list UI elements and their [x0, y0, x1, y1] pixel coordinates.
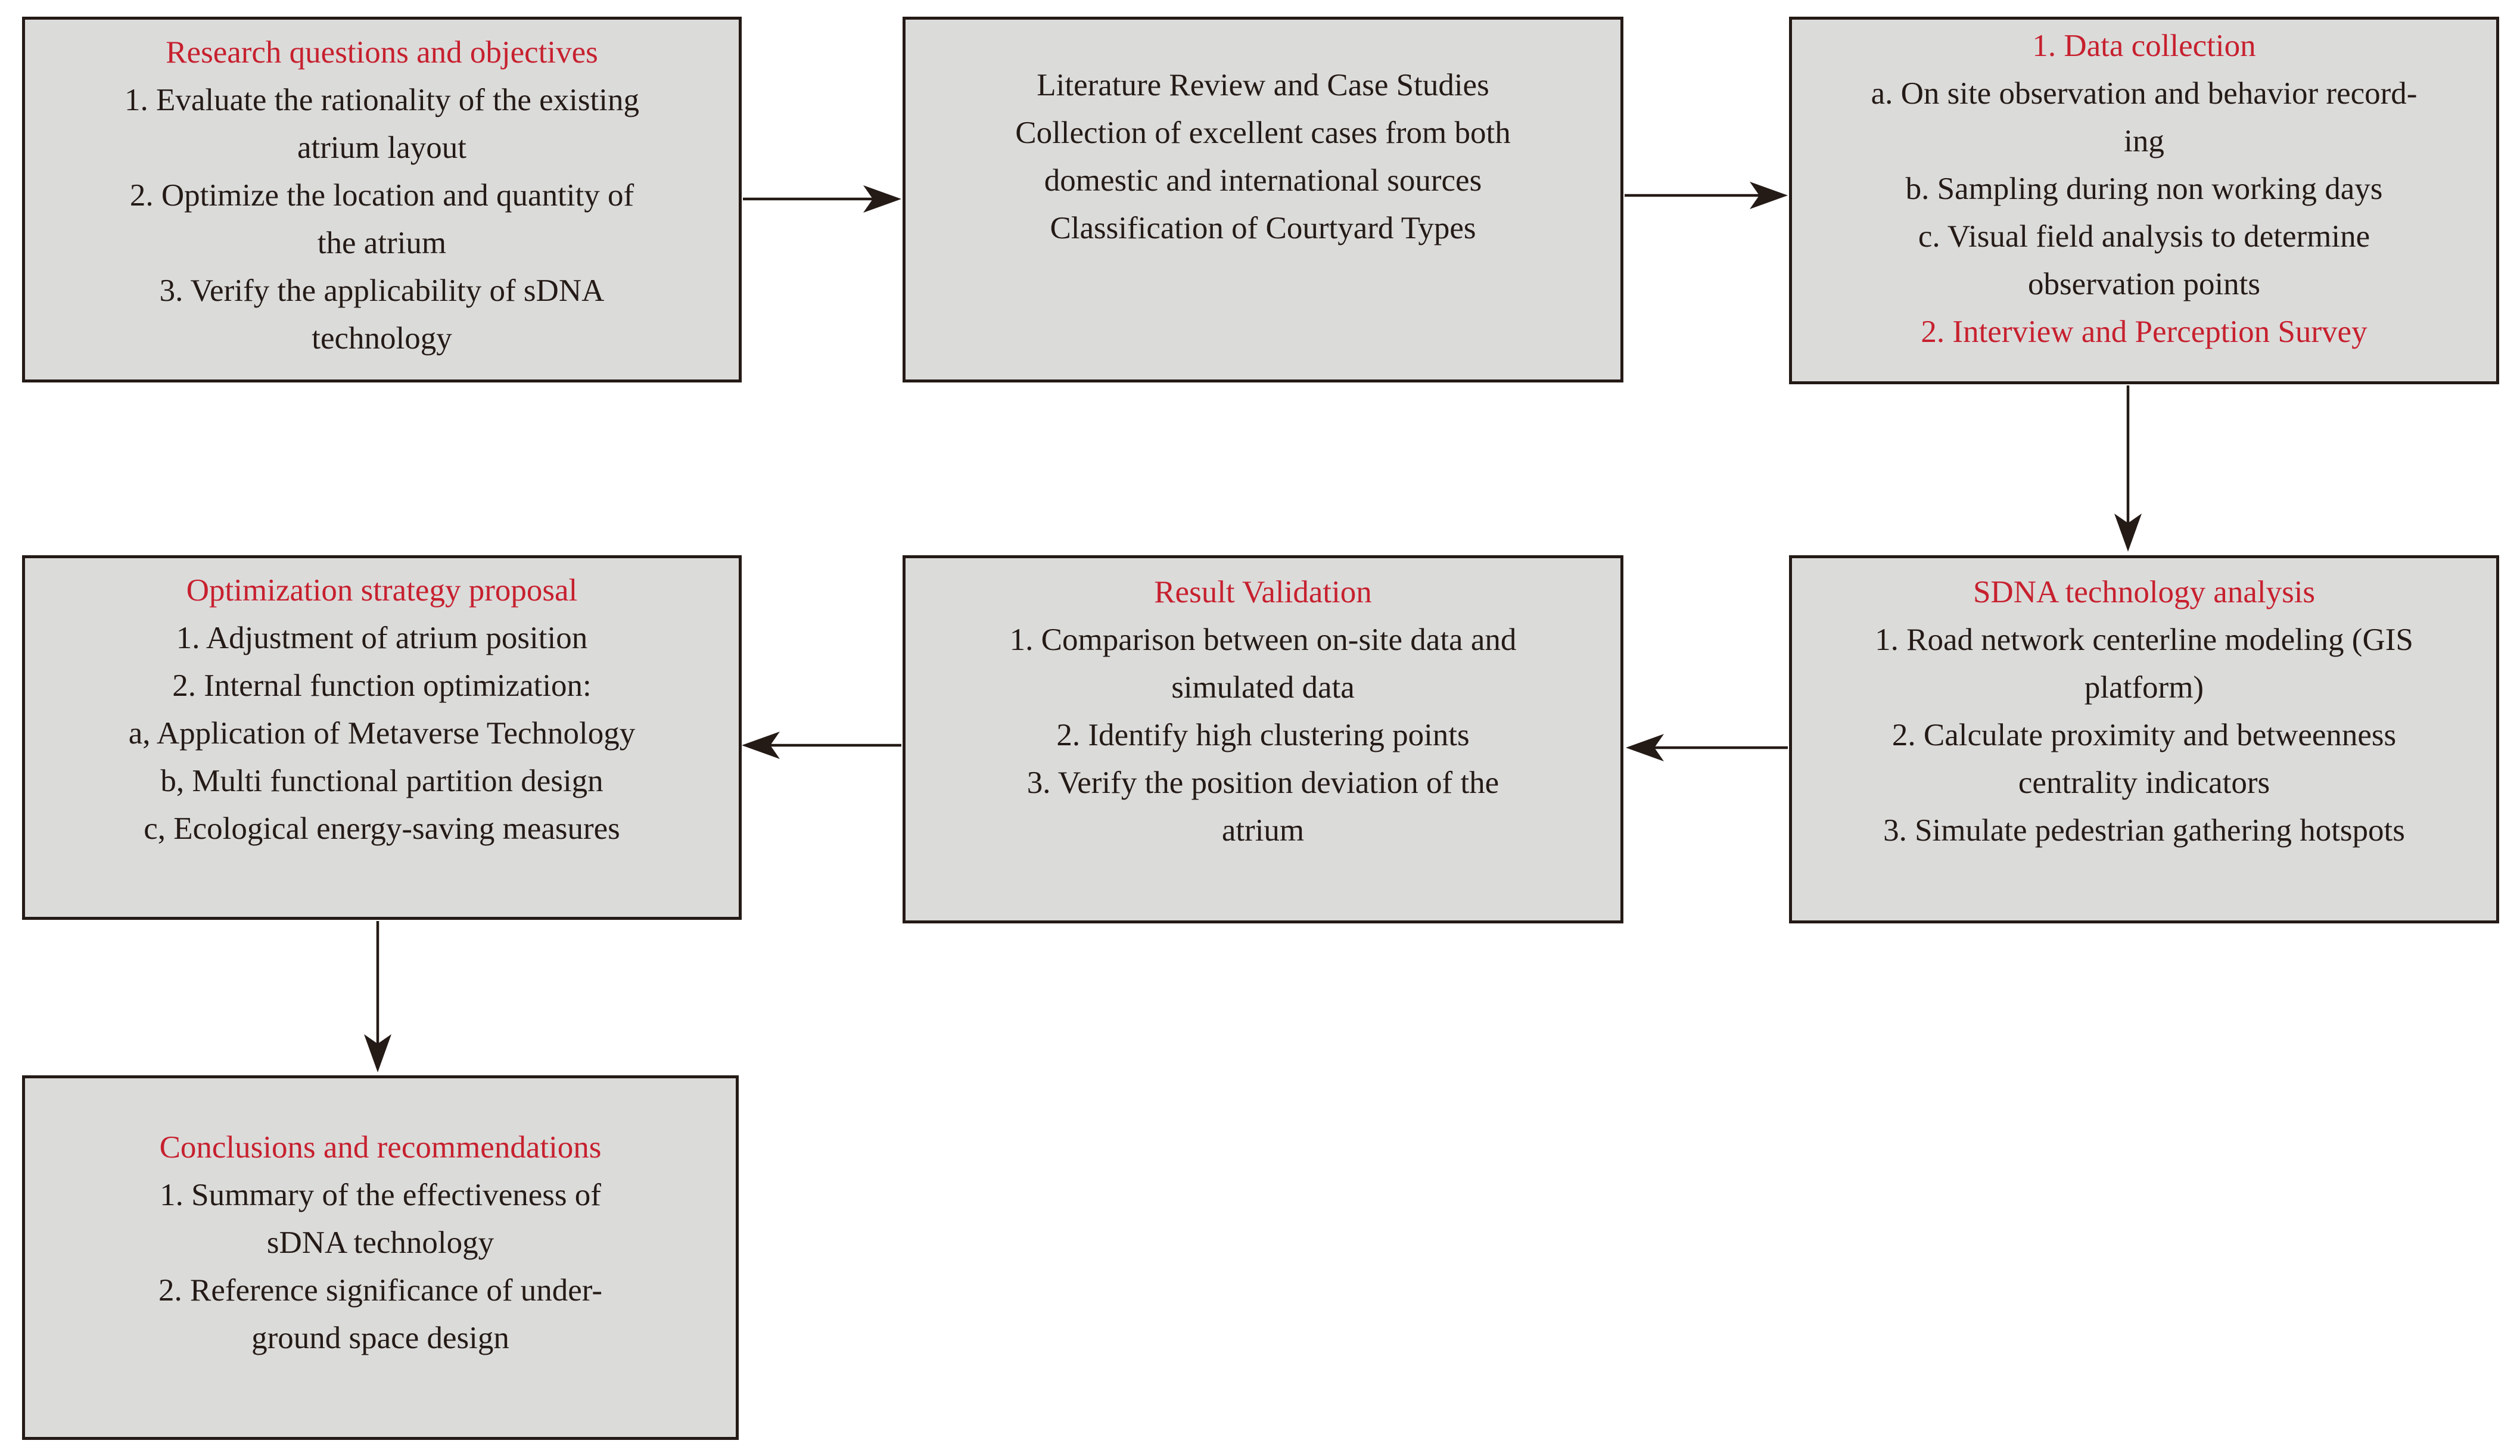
arrow-optimization-to-conclusions	[364, 921, 391, 1072]
box-line: 2. Calculate proximity and betweenness	[1891, 717, 2397, 752]
box-title: 1. Data collection	[2032, 28, 2256, 63]
box-title: Optimization strategy proposal	[186, 573, 578, 608]
box-line: 3. Simulate pedestrian gathering hotspot…	[1883, 813, 2405, 848]
box-line: 2. Interview and Perception Survey	[1921, 314, 2367, 349]
box-line: Literature Review and Case Studies	[1037, 67, 1489, 102]
box-data-collection: 1. Data collection a. On site observatio…	[1789, 17, 2499, 384]
box-line: c. Visual field analysis to determine	[1918, 219, 2370, 254]
box-line: 1. Comparison between on-site data and	[1009, 622, 1517, 657]
box-line: simulated data	[1171, 670, 1355, 705]
box-line: b. Sampling during non working days	[1905, 171, 2383, 206]
box-line: a, Application of Metaverse Technology	[128, 715, 636, 751]
box-line: ing	[2124, 123, 2164, 158]
box-line: observation points	[2027, 266, 2261, 301]
arrow-research-to-literature	[743, 185, 901, 213]
box-literature-review: Literature Review and Case Studies Colle…	[903, 17, 1623, 382]
box-result-validation: Result Validation 1. Comparison between …	[903, 555, 1623, 923]
box-line: 2. Reference significance of under-	[158, 1273, 602, 1308]
arrow-validation-to-optimization	[742, 732, 901, 759]
box-line: a. On site observation and behavior reco…	[1871, 76, 2418, 111]
box-title: Result Validation	[1154, 574, 1372, 609]
box-research-questions: Research questions and objectives 1. Eva…	[22, 17, 742, 382]
box-line: sDNA technology	[266, 1225, 494, 1260]
box-line: 1. Evaluate the rationality of the exist…	[125, 82, 639, 117]
box-line: ground space design	[251, 1321, 509, 1355]
box-sdna-analysis: SDNA technology analysis 1. Road network…	[1789, 555, 2499, 923]
box-line: 2. Internal function optimization:	[172, 668, 592, 703]
arrow-sdna-to-validation	[1626, 734, 1788, 761]
box-line: b, Multi functional partition design	[160, 763, 603, 798]
box-line: atrium	[1221, 813, 1305, 848]
box-line: the atrium	[317, 225, 447, 260]
box-optimization-strategy: Optimization strategy proposal 1. Adjust…	[22, 555, 742, 920]
box-line: 3. Verify the position deviation of the	[1026, 765, 1499, 800]
box-line: domestic and international sources	[1044, 163, 1482, 198]
box-line: 3. Verify the applicability of sDNA	[159, 273, 605, 308]
arrow-datacollection-to-sdna	[2114, 385, 2142, 552]
box-title: SDNA technology analysis	[1973, 574, 2316, 609]
box-line: Classification of Courtyard Types	[1050, 210, 1476, 245]
arrow-literature-to-datacollection	[1625, 182, 1788, 209]
box-line: 1. Summary of the effectiveness of	[160, 1178, 601, 1212]
box-line: 2. Optimize the location and quantity of	[129, 178, 634, 213]
box-title: Conclusions and recommendations	[159, 1130, 602, 1165]
box-line: c, Ecological energy-saving measures	[144, 811, 620, 846]
box-line: platform)	[2084, 670, 2204, 705]
box-line: Collection of excellent cases from both	[1015, 115, 1511, 150]
box-line: centrality indicators	[2018, 765, 2270, 800]
box-line: 1. Road network centerline modeling (GIS	[1875, 622, 2413, 657]
box-title: Research questions and objectives	[166, 35, 598, 70]
box-line: technology	[312, 321, 452, 356]
box-line: 1. Adjustment of atrium position	[176, 620, 588, 655]
box-conclusions: Conclusions and recommendations 1. Summa…	[22, 1075, 739, 1440]
box-line: 2. Identify high clustering points	[1056, 717, 1470, 752]
box-line: atrium layout	[297, 130, 467, 165]
